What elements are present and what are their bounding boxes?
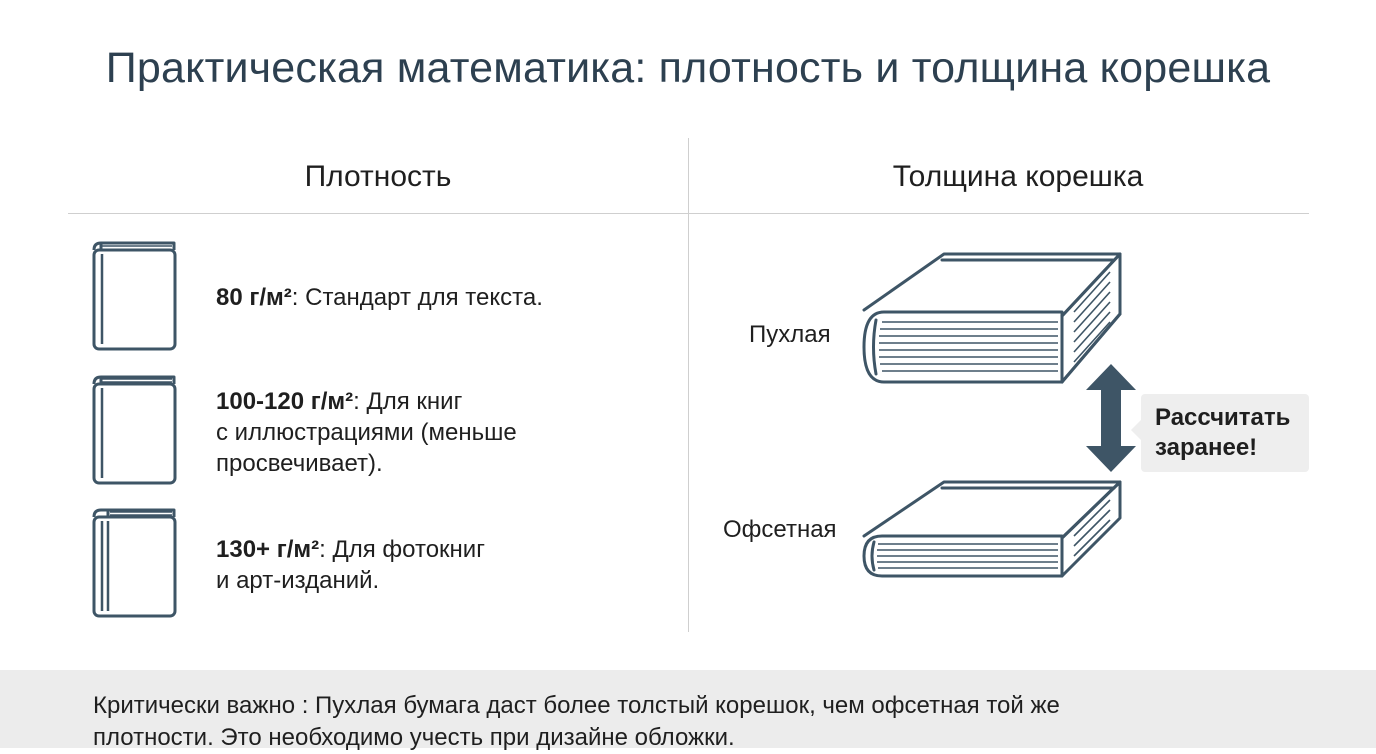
hardcover-book-icon (92, 375, 177, 485)
density-description: просвечивает). (216, 450, 383, 477)
page-title: Практическая математика: плотность и тол… (105, 44, 1271, 92)
density-value: 100-120 г/м² (216, 388, 354, 415)
density-item-130-plus: 130+ г/м²: Для фотокниг и арт-изданий. (216, 534, 656, 596)
density-description: и арт-изданий. (216, 567, 380, 594)
density-description: : Для фотокниг (319, 536, 485, 563)
bulky-paper-label: Пухлая (749, 321, 831, 348)
thick-book-icon (862, 252, 1122, 384)
density-heading: Плотность (304, 160, 452, 193)
thick-spine-book-icon (92, 508, 177, 618)
callout-line: заранее! (1155, 434, 1258, 461)
density-item-100-120: 100-120 г/м²: Для книг с иллюстрациями (… (216, 386, 656, 479)
callout-line: Рассчитать (1155, 404, 1291, 431)
spine-thickness-heading: Толщина корешка (892, 160, 1144, 193)
callout-pointer (1131, 420, 1141, 440)
density-value: 80 г/м² (216, 284, 292, 311)
footer-note-panel (0, 670, 1376, 748)
footer-note: Критически важно : Пухлая бумага даст бо… (93, 690, 1293, 754)
offset-paper-label: Офсетная (723, 516, 837, 543)
calculate-in-advance-callout: Рассчитать заранее! (1141, 394, 1309, 472)
footer-line: плотности. Это необходимо учесть при диз… (93, 724, 735, 751)
column-divider (688, 138, 689, 632)
double-arrow-vertical-icon (1086, 364, 1136, 472)
density-description: : Для книг (353, 388, 463, 415)
density-value: 130+ г/м² (216, 536, 320, 563)
thin-book-icon (862, 480, 1122, 578)
hardcover-book-icon (92, 241, 177, 351)
density-description: : Стандарт для текста. (291, 284, 543, 311)
density-description: с иллюстрациями (меньше (216, 419, 517, 446)
density-item-80: 80 г/м²: Стандарт для текста. (216, 282, 656, 313)
footer-line: Критически важно : Пухлая бумага даст бо… (93, 692, 1060, 719)
